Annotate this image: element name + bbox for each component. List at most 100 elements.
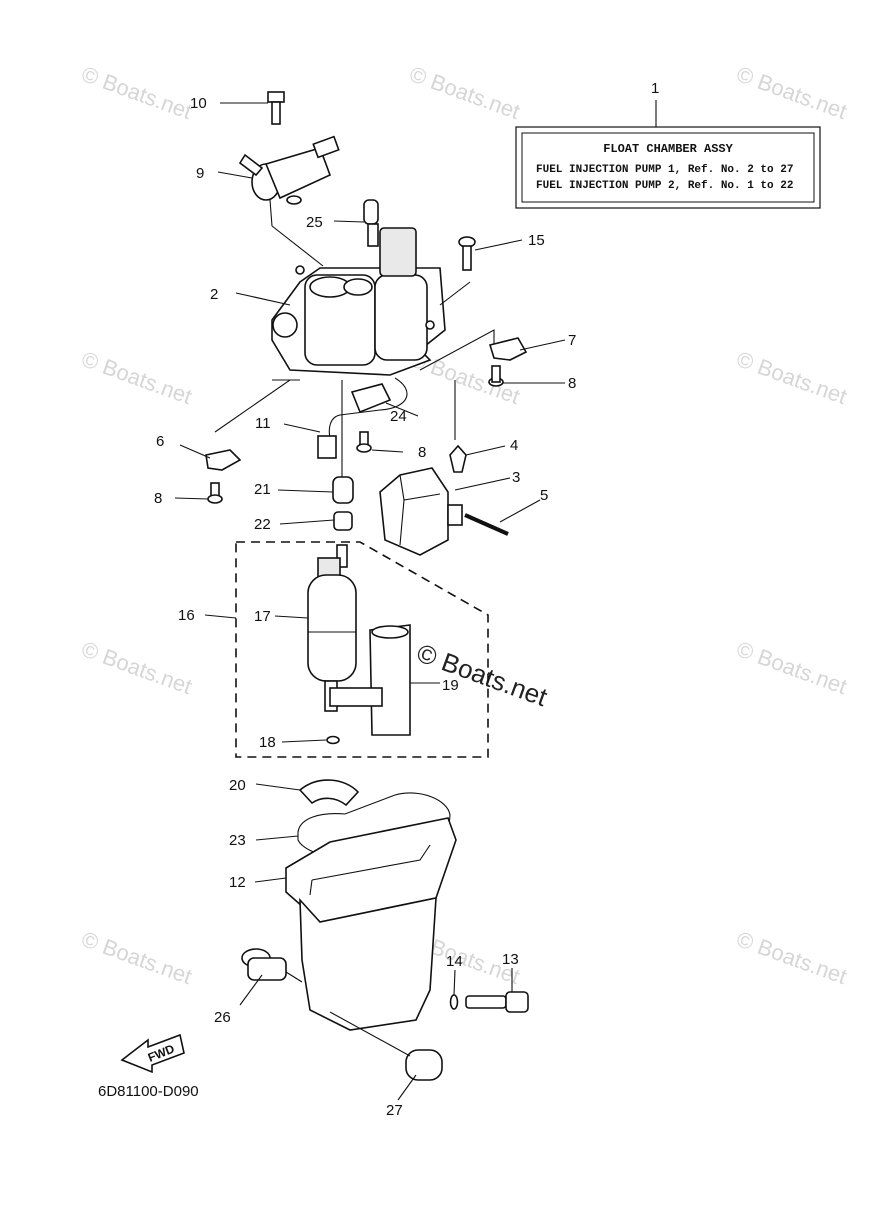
leader-line <box>255 783 301 791</box>
fwd-arrow-icon <box>120 1033 185 1074</box>
filter-frame <box>369 624 411 736</box>
drain-screw-shank <box>465 995 507 1009</box>
leader-line <box>217 171 253 179</box>
callout-24: 24 <box>390 408 407 425</box>
callout-8: 8 <box>568 375 576 392</box>
leader-line <box>214 379 291 433</box>
leader-line <box>283 423 321 433</box>
leader-line <box>281 739 327 743</box>
regulator-housing <box>264 147 332 200</box>
filter-body <box>332 476 354 504</box>
pump-body <box>307 574 357 682</box>
leader-line <box>465 445 506 456</box>
drain-screw-head <box>505 991 529 1013</box>
screw-shank <box>491 365 501 383</box>
leader-line <box>329 1011 411 1057</box>
leader-line <box>474 239 523 251</box>
callout-26: 26 <box>214 1009 231 1026</box>
part-27-grommet <box>329 1011 443 1101</box>
body-connector <box>379 227 417 277</box>
part-25-sensor <box>333 199 379 247</box>
sensor-body <box>367 223 379 247</box>
watermark: © Boats.net <box>78 346 195 409</box>
watermark: © Boats.net <box>733 61 850 124</box>
part-18-clip <box>281 735 340 745</box>
leader-line <box>179 444 211 459</box>
watermark: © Boats.net <box>733 926 850 989</box>
screw-head <box>207 494 223 504</box>
part-3-float <box>379 467 511 556</box>
part-4-pin <box>449 444 506 473</box>
callout-1: 1 <box>651 80 659 97</box>
pin-shaft <box>464 513 509 536</box>
callout-8: 8 <box>154 490 162 507</box>
callout-25: 25 <box>306 214 323 231</box>
part-20-damper <box>255 779 360 807</box>
callout-19: 19 <box>442 677 459 694</box>
part-8-screw-b <box>356 431 404 453</box>
callouts: 10 9 25 15 2 7 8 11 24 6 8 4 3 21 8 5 22… <box>154 95 576 1119</box>
leader-line <box>454 477 511 491</box>
part-9-pressure-regulator <box>217 135 340 267</box>
diagram-code: 6D81100-D090 <box>98 1083 199 1100</box>
callout-16: 16 <box>178 607 195 624</box>
part-24-holder <box>328 377 419 439</box>
leader-line <box>397 1074 417 1101</box>
part-10-bolt <box>220 91 285 125</box>
callout-23: 23 <box>229 832 246 849</box>
title-box-row-2: FUEL INJECTION PUMP 2, Ref. No. 1 to 22 <box>536 180 793 192</box>
chamber-flange <box>285 817 457 923</box>
leader-line <box>269 199 273 227</box>
chamber-body <box>299 897 437 1031</box>
damper-body <box>298 779 360 807</box>
part-22-collar <box>279 511 353 531</box>
body-boss <box>343 278 373 296</box>
leader-line <box>333 220 365 223</box>
callout-21: 21 <box>254 481 271 498</box>
part-6-bracket <box>179 444 242 471</box>
part-8-screw-c <box>174 482 223 504</box>
body-stud <box>425 320 435 330</box>
fwd-arrow: FWD <box>120 1033 185 1074</box>
callout-13: 13 <box>502 951 519 968</box>
leader-line <box>255 835 299 841</box>
part-17-fuel-pump <box>274 544 357 712</box>
callout-10: 10 <box>190 95 207 112</box>
part-21-filter <box>277 476 354 504</box>
center-watermark: © Boats.net <box>413 637 552 712</box>
watermark: © Boats.net <box>733 636 850 699</box>
holder-body <box>350 383 392 414</box>
callout-11: 11 <box>255 415 271 432</box>
part-11-connector <box>283 423 337 459</box>
part-2-upper-body <box>214 227 495 478</box>
leader-line <box>499 499 541 523</box>
watermark: © Boats.net <box>78 926 195 989</box>
watermarks: © Boats.net © Boats.net © Boats.net © Bo… <box>78 61 850 989</box>
callout-6: 6 <box>156 433 164 450</box>
part-13-drain-screw <box>465 968 529 1013</box>
float-arm <box>447 504 463 526</box>
leader-line <box>285 971 303 983</box>
body-housing-right <box>374 274 428 361</box>
part-12-float-chamber <box>254 817 457 1031</box>
leader-line <box>277 489 334 493</box>
regulator-tab <box>238 153 264 177</box>
body-stud <box>295 265 305 275</box>
watermark: © Boats.net <box>733 346 850 409</box>
clip-body <box>326 735 340 745</box>
leader-line <box>272 329 495 381</box>
leader-line <box>385 402 419 417</box>
pump-outlet <box>336 544 348 568</box>
float-body <box>379 467 449 556</box>
title-box-row-1: FUEL INJECTION PUMP 1, Ref. No. 2 to 27 <box>536 164 793 176</box>
regulator-screw <box>286 195 302 205</box>
watermark: © Boats.net <box>78 61 195 124</box>
part-15-screw <box>458 236 523 271</box>
float-edge <box>399 474 441 546</box>
callout-7: 7 <box>568 332 576 349</box>
callout-2: 2 <box>210 286 218 303</box>
connector-body <box>317 435 337 459</box>
callout-14: 14 <box>446 953 463 970</box>
wire-harness <box>328 377 408 439</box>
